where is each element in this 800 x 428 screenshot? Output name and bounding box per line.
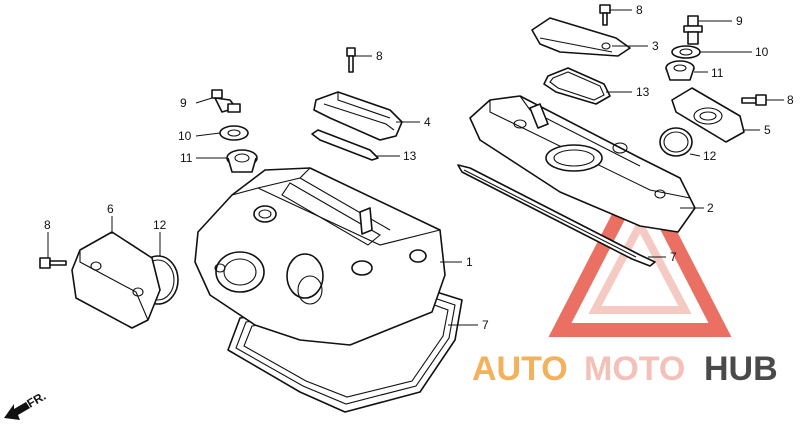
callout-12-left: 12 bbox=[153, 218, 167, 232]
front-direction-marker: FR. bbox=[4, 389, 48, 420]
callout-8-left: 8 bbox=[44, 218, 51, 232]
callout-8-top-right: 8 bbox=[636, 3, 643, 17]
side-cover-6 bbox=[71, 231, 161, 329]
callout-5: 5 bbox=[764, 123, 771, 137]
callout-9-left: 9 bbox=[180, 96, 187, 110]
callout-labels: 8 8 9 10 11 3 13 8 5 12 2 7 4 13 9 10 11… bbox=[44, 3, 794, 332]
watermark-word-auto: AUTO bbox=[472, 350, 568, 388]
watermark-text: AUTO MOTO HUB bbox=[472, 350, 778, 388]
callout-7-lower: 7 bbox=[482, 318, 489, 332]
callout-6: 6 bbox=[107, 202, 114, 216]
callout-8-top-center: 8 bbox=[376, 49, 383, 63]
callout-11-left: 11 bbox=[180, 151, 193, 165]
callout-7-upper: 7 bbox=[670, 250, 677, 264]
grommet-11-right bbox=[665, 60, 695, 81]
bolt-8-right bbox=[741, 94, 767, 106]
gasket-13-right bbox=[543, 67, 611, 105]
gasket-12-right bbox=[659, 127, 693, 157]
washer-10-left bbox=[219, 125, 249, 141]
washer-10-right bbox=[671, 45, 701, 59]
callout-10-right: 10 bbox=[755, 45, 769, 59]
front-arrow-icon bbox=[4, 402, 30, 420]
cylinder-head-cover-1 bbox=[194, 167, 446, 346]
watermark-word-hub: HUB bbox=[704, 350, 778, 388]
watermark-triangle-inner bbox=[588, 216, 692, 314]
callout-3: 3 bbox=[652, 39, 659, 53]
watermark-triangle-outer bbox=[548, 159, 732, 337]
bolt-9-right bbox=[683, 15, 703, 45]
breather-cover-3 bbox=[531, 17, 631, 57]
gasket-13-left bbox=[311, 129, 379, 161]
bolt-8-left bbox=[39, 257, 67, 269]
side-cover-5 bbox=[671, 87, 745, 143]
callout-10-left: 10 bbox=[178, 129, 192, 143]
callout-4: 4 bbox=[424, 115, 431, 129]
gasket-7-upper bbox=[457, 164, 656, 267]
bolt-9-left bbox=[211, 89, 241, 113]
breather-cover-4 bbox=[313, 91, 403, 141]
callout-13-left: 13 bbox=[403, 149, 417, 163]
callout-1: 1 bbox=[466, 255, 473, 269]
leader-lines bbox=[47, 9, 784, 326]
callout-13-right: 13 bbox=[636, 85, 650, 99]
callout-11-right: 11 bbox=[711, 66, 724, 80]
callout-9-right: 9 bbox=[736, 14, 743, 28]
callout-12-right: 12 bbox=[703, 149, 717, 163]
bolt-8-top-right bbox=[599, 4, 611, 26]
callout-2: 2 bbox=[707, 201, 714, 215]
cylinder-head-cover-2 bbox=[469, 95, 696, 233]
grommet-11-left bbox=[226, 149, 258, 173]
watermark-word-moto: MOTO bbox=[584, 350, 685, 388]
watermark-logo bbox=[548, 159, 732, 337]
callout-8-right: 8 bbox=[787, 93, 794, 107]
bolt-8-top-center bbox=[346, 47, 356, 73]
